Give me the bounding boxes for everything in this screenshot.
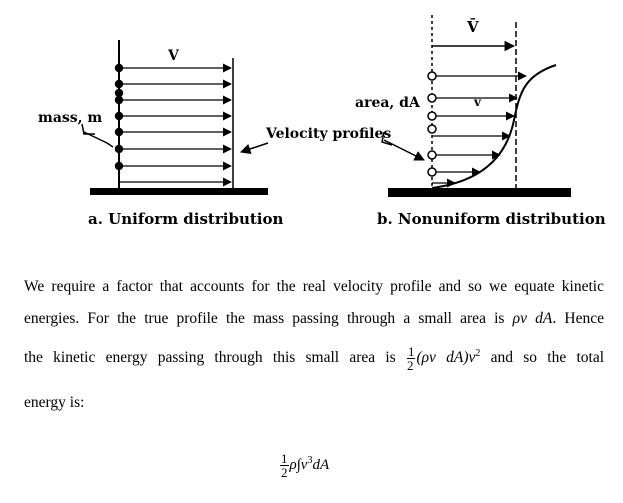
half-fraction: 1 2 xyxy=(406,344,416,374)
area-label: area, dA xyxy=(355,95,421,111)
nonuniform-diagram: V̄ area, dA v Velocity profiles b. Nonun… xyxy=(265,15,606,228)
profile-pointer-head xyxy=(381,131,393,146)
mean-velocity-label: V̄ xyxy=(466,17,479,36)
profile-pointer-left xyxy=(240,142,269,154)
paragraph-line-2: energies. For the true profile the mass … xyxy=(24,309,604,329)
uniform-diagram: V mass, m a. Uniform distribution xyxy=(38,40,283,228)
eq-exponent: 3 xyxy=(307,454,313,466)
velocity-profile-curve xyxy=(431,64,557,189)
text-line-3b: and so the total xyxy=(490,349,604,367)
profiles-label: Velocity profiles xyxy=(265,126,391,142)
eq-differential: dA xyxy=(312,456,330,473)
profile-pointer-right xyxy=(383,139,425,161)
text-line-2b: . Hence xyxy=(552,310,605,327)
mass-particles xyxy=(114,63,124,171)
paragraph-line-1: We require a factor that accounts for th… xyxy=(24,277,604,297)
ground-right xyxy=(388,188,571,197)
mass-pointer xyxy=(83,131,114,148)
text-line-2a: energies. For the true profile the mass … xyxy=(24,310,505,327)
paragraph-line-3: the kinetic energy passing through this … xyxy=(24,344,604,372)
velocity-label-v: V xyxy=(167,48,180,64)
mass-expression: ρv dA xyxy=(512,310,553,327)
mass-label: mass, m xyxy=(38,110,102,126)
ground-left xyxy=(90,188,268,195)
text-line-3a: the kinetic energy passing through this … xyxy=(24,349,396,367)
ke-exponent: 2 xyxy=(475,348,481,359)
area-particles xyxy=(427,71,437,177)
caption-uniform: a. Uniform distribution xyxy=(88,210,283,228)
total-energy-equation: 1 2 ρ∫v3dA xyxy=(279,452,329,479)
text-line-1: We require a factor that accounts for th… xyxy=(24,278,604,295)
mass-pointer-head xyxy=(81,123,95,135)
ke-expression: (ρv dA)v xyxy=(416,349,476,367)
paragraph-line-4: energy is: xyxy=(24,393,604,413)
text-line-4: energy is: xyxy=(24,394,85,411)
eq-half-fraction: 1 2 xyxy=(280,451,289,480)
velocity-distribution-figure: V mass, m a. Uniform distribution xyxy=(38,15,606,228)
profile-velocity-arrows xyxy=(432,71,527,188)
caption-nonuniform: b. Nonuniform distribution xyxy=(377,210,606,228)
eq-integral: ρ∫v xyxy=(289,456,308,473)
local-velocity-label: v xyxy=(473,95,482,109)
uniform-velocity-arrows xyxy=(119,63,232,187)
